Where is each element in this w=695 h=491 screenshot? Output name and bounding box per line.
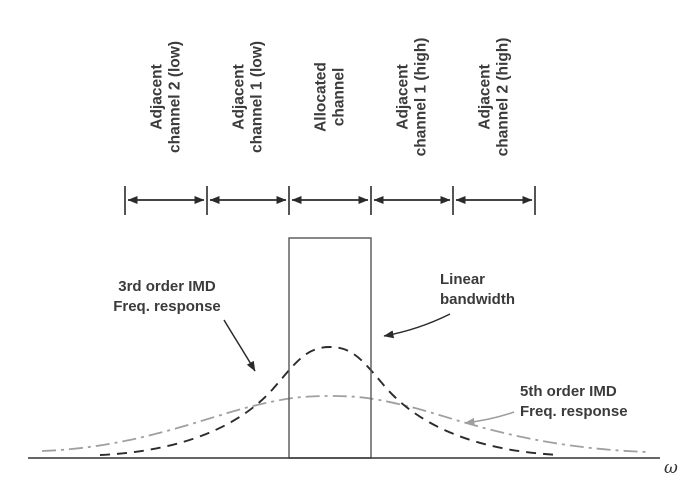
linear-bandwidth-pointer-arrow (383, 313, 451, 339)
linear-bandwidth-label-line2: bandwidth (440, 291, 515, 308)
channel-label-allocated-line1: Allocated (313, 62, 330, 132)
omega-axis-symbol: ω (664, 458, 678, 478)
channel-label-adjacent-1-high-line1: Adjacent (395, 64, 412, 129)
channel-label-adjacent-2-high-line2: channel 2 (high) (495, 38, 512, 157)
channel-label-adjacent-2-low-line2: channel 2 (low) (167, 41, 184, 153)
imd5-pointer-arrow (464, 411, 515, 426)
imd3-label-line1: 3rd order IMD (118, 278, 216, 295)
channel-label-allocated-line2: channel (331, 68, 348, 127)
imd3-label-line2: Freq. response (113, 298, 221, 315)
allocated-channel-rectangle (288, 237, 372, 459)
imd5-frequency-response-curve (41, 395, 649, 453)
channel-label-adjacent-1-low-line1: Adjacent (231, 64, 248, 129)
linear-bandwidth-label-line1: Linear (440, 271, 485, 288)
channel-boundary-ticks (124, 186, 536, 215)
channel-label-adjacent-2-high-line1: Adjacent (477, 64, 494, 129)
channel-label-adjacent-2-low-line1: Adjacent (149, 64, 166, 129)
channel-label-adjacent-1-high-line2: channel 1 (high) (413, 38, 430, 157)
imd5-label-line1: 5th order IMD (520, 383, 617, 400)
imd3-frequency-response-curve (99, 346, 561, 456)
channel-labels: Adjacent channel 2 (low) Adjacent channe… (149, 38, 512, 157)
channel-label-adjacent-1-low-line2: channel 1 (low) (249, 41, 266, 153)
imd5-label-line2: Freq. response (520, 403, 628, 420)
imd3-pointer-arrow (223, 319, 256, 372)
